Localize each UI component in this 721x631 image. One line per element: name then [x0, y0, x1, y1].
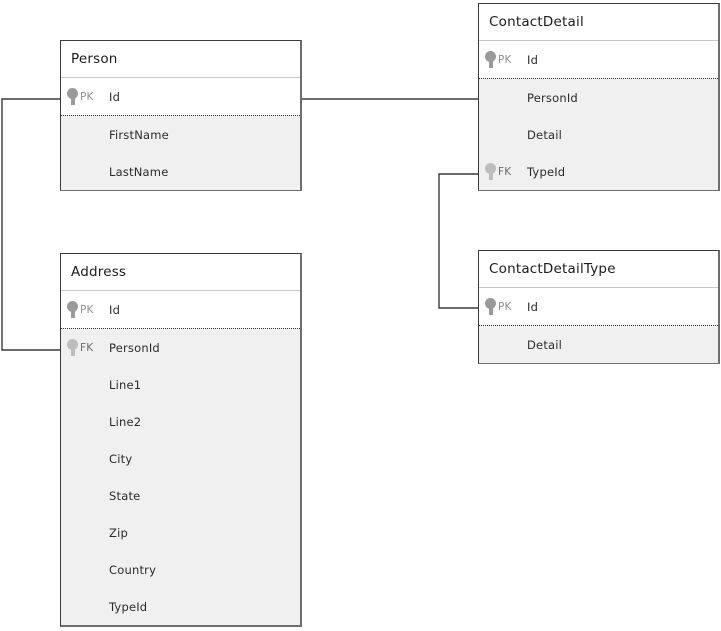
key-slot: FK	[479, 163, 525, 180]
field-name: PersonId	[109, 340, 160, 355]
entity-header: Person	[61, 41, 300, 78]
foreign-key-icon	[67, 339, 78, 356]
field-row[interactable]: Line1	[61, 366, 300, 403]
entity-title: Address	[71, 264, 127, 280]
field-name: Line1	[109, 377, 142, 392]
field-row[interactable]: Zip	[61, 514, 300, 551]
field-row[interactable]: FK TypeId	[479, 153, 718, 190]
field-name: Id	[527, 52, 539, 67]
field-row[interactable]: PK Id	[479, 41, 718, 78]
entity-title: Person	[71, 51, 118, 67]
field-name: LastName	[109, 164, 169, 179]
relationship-person-to-address	[1, 98, 60, 351]
primary-key-label: PK	[80, 90, 94, 103]
field-row[interactable]: Line2	[61, 403, 300, 440]
field-name: FirstName	[109, 127, 169, 142]
field-row[interactable]: Country	[61, 551, 300, 588]
key-slot: PK	[61, 88, 107, 105]
primary-key-icon	[67, 301, 78, 318]
field-row[interactable]: FK PersonId	[61, 329, 300, 366]
primary-key-section: PK Id	[479, 41, 718, 79]
primary-key-icon	[485, 298, 496, 315]
key-slot: PK	[479, 51, 525, 68]
primary-key-section: PK Id	[479, 288, 718, 326]
field-row[interactable]: PK Id	[61, 291, 300, 328]
field-name: Detail	[527, 337, 563, 352]
fields-section: Detail	[479, 326, 718, 363]
field-row[interactable]: FirstName	[61, 116, 300, 153]
foreign-key-label: FK	[80, 341, 94, 354]
foreign-key-label: FK	[498, 165, 512, 178]
entity-title: ContactDetail	[489, 14, 584, 30]
field-name: Id	[109, 302, 121, 317]
field-name: Id	[527, 299, 539, 314]
field-row[interactable]: Detail	[479, 326, 718, 363]
field-row[interactable]: PK Id	[61, 78, 300, 115]
primary-key-label: PK	[498, 300, 512, 313]
foreign-key-icon	[485, 163, 496, 180]
field-name: Zip	[109, 525, 128, 540]
field-row[interactable]: TypeId	[61, 588, 300, 625]
field-name: State	[109, 488, 141, 503]
primary-key-label: PK	[498, 53, 512, 66]
field-name: Detail	[527, 127, 563, 142]
field-row[interactable]: LastName	[61, 153, 300, 190]
key-slot: PK	[61, 301, 107, 318]
relationship-contactdetailtype-to-contactdetail	[438, 173, 478, 309]
primary-key-icon	[67, 88, 78, 105]
key-slot: FK	[61, 339, 107, 356]
field-row[interactable]: PK Id	[479, 288, 718, 325]
primary-key-icon	[485, 51, 496, 68]
entity-header: Address	[61, 254, 300, 291]
field-row[interactable]: PersonId	[479, 79, 718, 116]
field-name: City	[109, 451, 133, 466]
entity-header: ContactDetailType	[479, 251, 718, 288]
primary-key-section: PK Id	[61, 78, 300, 116]
field-name: Country	[109, 562, 157, 577]
field-name: TypeId	[527, 164, 566, 179]
field-name: Id	[109, 89, 121, 104]
field-name: Line2	[109, 414, 142, 429]
field-row[interactable]: City	[61, 440, 300, 477]
field-name: PersonId	[527, 90, 578, 105]
primary-key-label: PK	[80, 303, 94, 316]
entity-title: ContactDetailType	[489, 261, 616, 277]
primary-key-section: PK Id	[61, 291, 300, 329]
field-name: TypeId	[109, 599, 148, 614]
field-row[interactable]: State	[61, 477, 300, 514]
key-slot: PK	[479, 298, 525, 315]
field-row[interactable]: Detail	[479, 116, 718, 153]
entity-header: ContactDetail	[479, 4, 718, 41]
